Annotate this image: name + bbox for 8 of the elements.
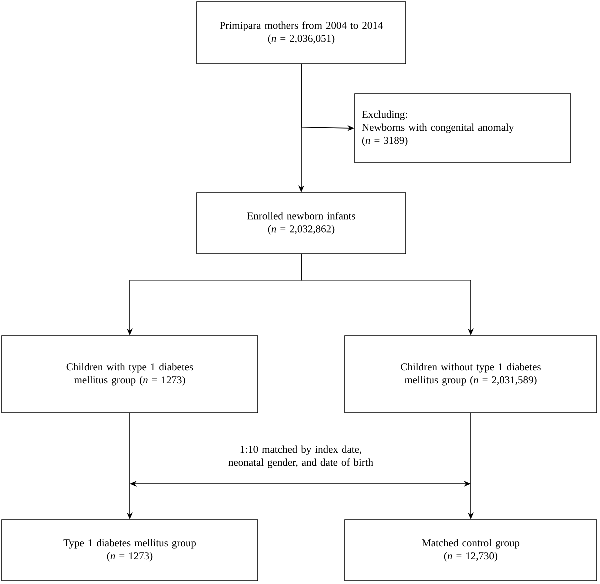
process-box: Matched control group (n = 12,730)	[344, 520, 598, 582]
process-box: Primipara mothers from 2004 to 2014 (n = 2,036,051)	[196, 2, 406, 64]
process-box: Enrolled newborn infants (n = 2,032,862)	[196, 192, 406, 254]
process-box: Type 1 diabetes mellitus group (n = 1273)	[2, 520, 258, 582]
process-box: Children with type 1 diabetes mellitus group (n = 1273)	[2, 336, 258, 414]
process-box: Excluding: Newborns with congenital anomaly (n = 3189)	[354, 94, 572, 164]
note-text: 1:10 matched by index date, neonatal gender, and date of birth	[228, 446, 374, 468]
process-box: Children without type 1 diabetes mellitus group (n = 2,031,589)	[344, 336, 598, 414]
